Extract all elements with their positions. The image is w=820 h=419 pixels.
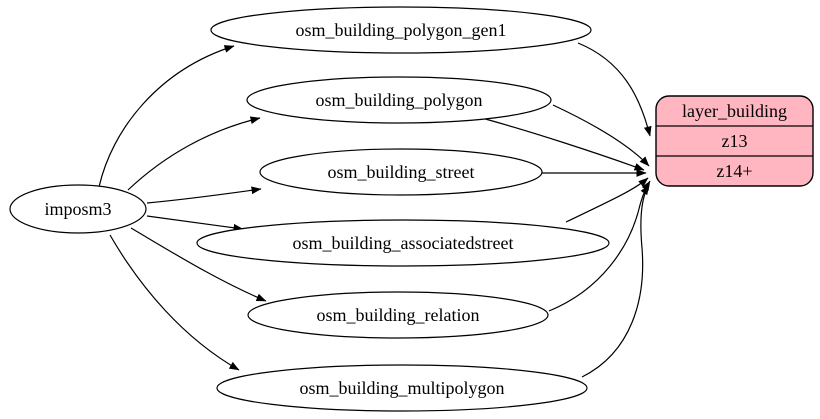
edges-layer	[98, 42, 652, 378]
edge-osm_building_multipolygon-to-z14	[581, 184, 650, 378]
imposm3-label: imposm3	[44, 199, 111, 219]
layer_building-row-z14: z14+	[716, 161, 752, 181]
node-osm_building_street: osm_building_street	[259, 148, 543, 196]
osm_building_polygon_gen1-label: osm_building_polygon_gen1	[296, 20, 507, 40]
osm_building_relation-label: osm_building_relation	[317, 305, 480, 325]
edge-imposm3-to-osm_building_associatedstreet	[146, 215, 244, 232]
edge-osm_building_polygon-to-z14	[552, 104, 650, 167]
edge-osm_building_associatedstreet-to-z14	[565, 177, 649, 223]
osm_building_relation-ellipse	[247, 291, 549, 339]
layer_building-box	[655, 95, 814, 187]
node-osm_building_polygon: osm_building_polygon	[246, 76, 552, 124]
edge-imposm3-to-osm_building_polygon_gen1	[98, 45, 235, 188]
edge-imposm3-to-osm_building_polygon	[127, 116, 261, 191]
osm_building_polygon-ellipse	[246, 76, 552, 124]
layer_building-title: layer_building	[682, 101, 787, 121]
node-osm_building_associatedstreet: osm_building_associatedstreet	[196, 219, 610, 267]
osm_building_polygon_gen1-ellipse	[210, 6, 592, 54]
osm_building_polygon-label: osm_building_polygon	[315, 90, 482, 110]
node-osm_building_relation: osm_building_relation	[247, 291, 549, 339]
osm_building_associatedstreet-label: osm_building_associatedstreet	[293, 233, 514, 253]
edge-imposm3-to-osm_building_multipolygon	[109, 234, 240, 371]
node-layer_building: layer_building z13 z14+	[655, 95, 814, 187]
edge-imposm3-to-osm_building_street	[146, 186, 262, 204]
node-osm_building_multipolygon: osm_building_multipolygon	[216, 364, 588, 412]
osm_building_multipolygon-ellipse	[216, 364, 588, 412]
edge-osm_building_polygon_gen1-to-z13	[577, 42, 652, 137]
layer_building-row-z13: z13	[722, 131, 748, 151]
osm_building_street-ellipse	[259, 148, 543, 196]
osm_building_associatedstreet-ellipse	[196, 219, 610, 267]
imposm3-ellipse	[9, 184, 147, 234]
node-osm_building_polygon_gen1: osm_building_polygon_gen1	[210, 6, 592, 54]
edge-osm_building_polygon-to-z14-alt-stroke	[477, 116, 645, 171]
node-imposm3: imposm3	[9, 184, 147, 234]
osm_building_multipolygon-label: osm_building_multipolygon	[299, 378, 504, 398]
edge-imposm3-to-osm_building_relation	[130, 227, 267, 302]
osm_building_street-label: osm_building_street	[328, 162, 475, 182]
